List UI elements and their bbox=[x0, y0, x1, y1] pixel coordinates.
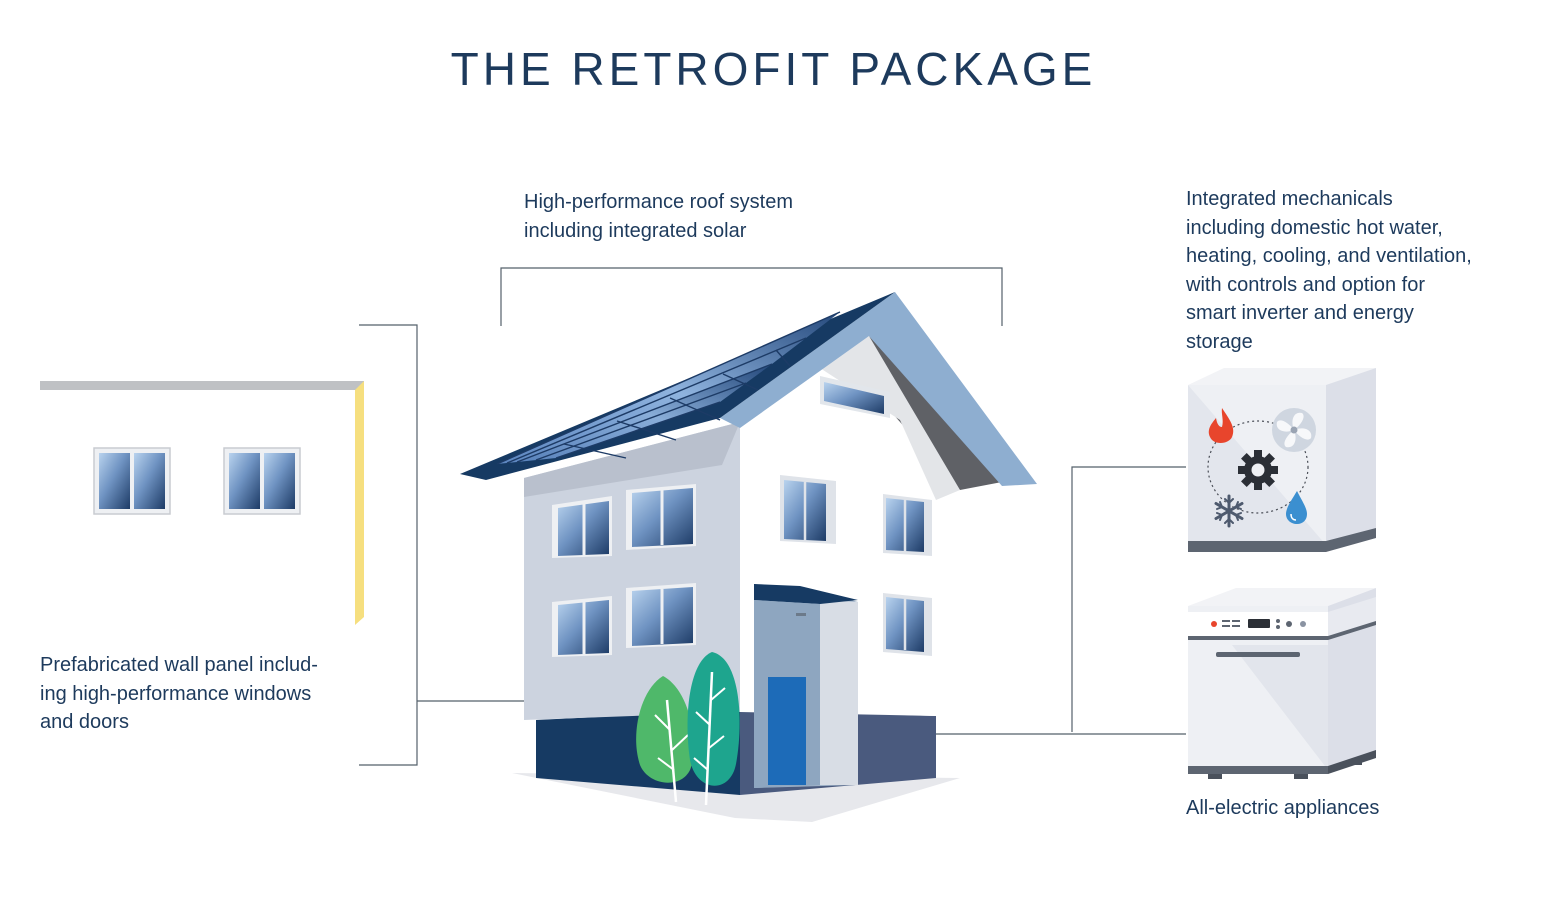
mechanicals-label-line: storage bbox=[1186, 330, 1253, 353]
wall-panel-side-insulation bbox=[355, 381, 364, 625]
side-window bbox=[883, 494, 932, 556]
wall-panel-top-edge bbox=[40, 381, 364, 390]
appliances-label-line: All-electric appliances bbox=[1186, 797, 1380, 819]
appliance-top bbox=[1188, 588, 1376, 606]
side-window bbox=[780, 475, 836, 544]
wall-label-line: ing high-performance windows bbox=[40, 682, 312, 705]
wall-panel-label: Prefabricated wall panel includ- ing hig… bbox=[40, 651, 318, 737]
front-window bbox=[626, 484, 696, 550]
house-front-gable-shade bbox=[524, 422, 740, 497]
roof-system-label: High-performance roof system including i… bbox=[524, 188, 793, 245]
water-drop-icon bbox=[1286, 491, 1307, 524]
front-window bbox=[626, 583, 696, 648]
fan-icon bbox=[1272, 408, 1316, 452]
gear-icon bbox=[1238, 450, 1278, 490]
appliance-buttons bbox=[1222, 619, 1306, 629]
appliance-front-highlight bbox=[1232, 645, 1328, 770]
wall-panel-window bbox=[93, 447, 171, 515]
roof-gable-soffit bbox=[820, 336, 960, 500]
dormer-window bbox=[820, 376, 890, 418]
mechanicals-label-line: heating, cooling, and ventilation, bbox=[1186, 245, 1472, 267]
snowflake-icon bbox=[1214, 494, 1244, 528]
roof-label-line: including integrated solar bbox=[524, 219, 747, 242]
mechanicals-label-line: including domestic hot water, bbox=[1186, 216, 1443, 239]
appliances-label: All-electric appliances bbox=[1186, 794, 1379, 823]
entrance-door bbox=[768, 677, 806, 785]
mechanicals-unit bbox=[1188, 368, 1376, 552]
mechanicals-label: Integrated mechanicals including domesti… bbox=[1186, 185, 1472, 356]
power-indicator-icon bbox=[1211, 621, 1217, 627]
flame-icon bbox=[1208, 408, 1234, 444]
mechanicals-label-line: smart inverter and energy bbox=[1186, 302, 1414, 324]
appliance-unit bbox=[1188, 588, 1376, 779]
wall-panel-face bbox=[40, 390, 355, 625]
house-illustration bbox=[460, 292, 1037, 822]
mechanicals-side bbox=[1326, 368, 1376, 545]
mechanicals-label-line: with controls and option for bbox=[1186, 273, 1426, 296]
front-window bbox=[552, 496, 612, 558]
roof-label-line: High-performance roof system bbox=[524, 191, 793, 213]
wall-panel-window bbox=[223, 447, 301, 515]
mechanicals-label-line: Integrated mechanicals bbox=[1186, 188, 1393, 210]
tree-teal bbox=[687, 652, 740, 806]
appliance-base bbox=[1188, 766, 1328, 774]
mechanicals-top bbox=[1188, 368, 1376, 385]
side-window bbox=[883, 593, 932, 656]
wall-bracket bbox=[359, 324, 418, 766]
solar-array bbox=[496, 311, 841, 465]
roof-bracket bbox=[500, 267, 1003, 326]
roof-gable-underside bbox=[869, 336, 1002, 490]
tree-green bbox=[636, 676, 694, 803]
page-title: THE RETROFIT PACKAGE bbox=[450, 43, 1097, 95]
front-window bbox=[552, 596, 612, 657]
entrance-vestibule bbox=[754, 584, 858, 788]
mechanicals-base bbox=[1188, 528, 1376, 552]
mechanicals-leader-line bbox=[1071, 466, 1186, 732]
wall-label-line: Prefabricated wall panel includ- bbox=[40, 654, 318, 676]
appliance-door-handle bbox=[1216, 652, 1300, 657]
roof-fascia bbox=[720, 292, 1037, 486]
wall-label-line: and doors bbox=[40, 711, 129, 733]
wall-panel-illustration bbox=[40, 381, 364, 625]
